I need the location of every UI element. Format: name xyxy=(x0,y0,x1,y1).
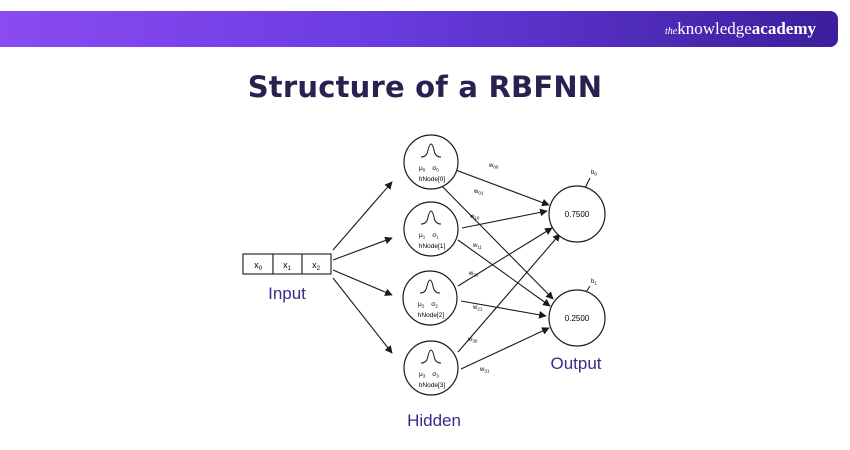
output-value: 0.2500 xyxy=(565,314,590,323)
weight-label-w20: w20 xyxy=(468,271,479,278)
header-banner: theknowledgeacademy xyxy=(0,11,838,47)
weight-label-w31: w31 xyxy=(479,367,490,374)
weight-labels: w00 w01 w10 w11 w20 w21 w30 w31 xyxy=(467,163,499,374)
gaussian-icon xyxy=(420,143,442,158)
weight-label-w30: w30 xyxy=(467,337,478,344)
gaussian-icon xyxy=(419,279,441,294)
edge-input-hidden-3 xyxy=(332,277,393,354)
edge-w31 xyxy=(460,327,550,370)
input-cell-2: x2 xyxy=(312,260,321,272)
brand-logo[interactable]: theknowledgeacademy xyxy=(665,19,816,39)
weight-label-w11: w11 xyxy=(472,243,483,250)
edge-input-hidden-2 xyxy=(332,269,393,296)
output-node-0: 0.7500 xyxy=(548,185,606,243)
output-node-1: 0.2500 xyxy=(548,289,606,347)
bias-label-1: b1 xyxy=(591,279,597,286)
gaussian-icon xyxy=(420,349,442,364)
edge-w11 xyxy=(457,239,551,307)
edge-input-hidden-1 xyxy=(332,236,393,261)
weight-label-w01: w01 xyxy=(473,189,484,196)
hidden-node-name: hNode[1] xyxy=(419,243,446,250)
input-cell-1: x1 xyxy=(283,260,292,272)
input-vector: x0 x1 x2 xyxy=(242,253,332,275)
hidden-node-name: hNode[0] xyxy=(419,176,446,183)
gaussian-icon xyxy=(420,210,442,225)
edge-input-hidden-0 xyxy=(332,181,393,251)
edge-w01 xyxy=(433,177,554,300)
output-label: Output xyxy=(550,354,601,373)
input-cell-0: x0 xyxy=(254,260,263,272)
hidden-label: Hidden xyxy=(407,411,461,430)
weight-label-w00: w00 xyxy=(488,163,499,170)
weight-label-w10: w10 xyxy=(469,214,480,221)
brand-bold: academy xyxy=(751,19,816,38)
edge-w20 xyxy=(457,227,553,287)
output-value: 0.7500 xyxy=(565,210,590,219)
edge-w21 xyxy=(460,300,547,319)
page-title: Structure of a RBFNN xyxy=(247,70,603,104)
brand-prefix: the xyxy=(664,26,678,37)
edge-w30 xyxy=(457,233,561,353)
brand-main: knowledge xyxy=(677,19,752,38)
input-label: Input xyxy=(268,284,306,303)
edge-w10 xyxy=(461,208,548,229)
weight-label-w21: w21 xyxy=(472,305,483,312)
bias-label-0: b0 xyxy=(591,170,597,177)
hidden-node-name: hNode[2] xyxy=(418,312,445,319)
hidden-node-name: hNode[3] xyxy=(419,382,446,389)
